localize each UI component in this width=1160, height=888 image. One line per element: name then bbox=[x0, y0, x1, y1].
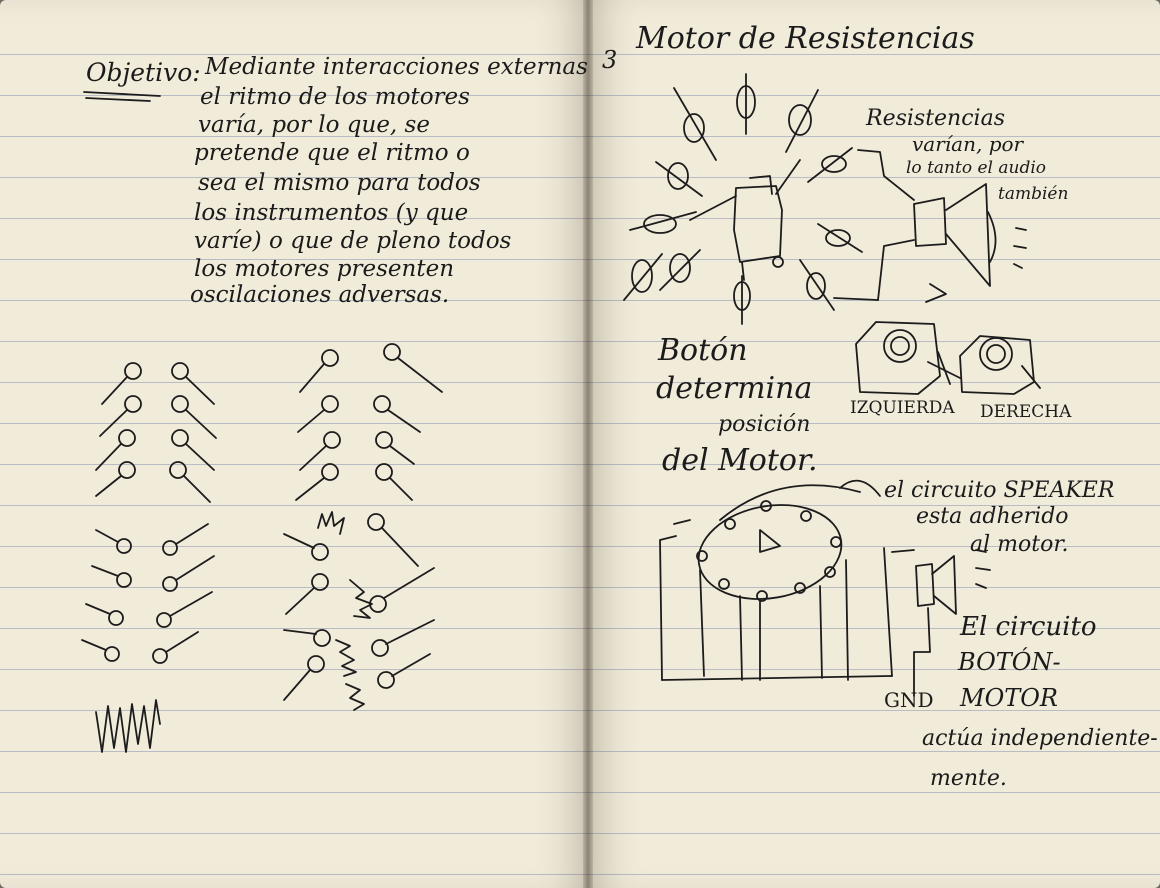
right-page bbox=[588, 0, 1160, 888]
speaker-icon-top bbox=[833, 149, 1027, 303]
objective-line: varía, por lo que, se bbox=[198, 112, 430, 138]
note-line: del Motor. bbox=[662, 443, 818, 478]
objective-line: sea el mismo para todos bbox=[198, 170, 481, 196]
motor-resistor-sketch bbox=[623, 73, 863, 325]
note-line: determina bbox=[656, 371, 813, 406]
note-line: posición bbox=[718, 412, 811, 437]
note-line: MOTOR bbox=[960, 684, 1059, 712]
note-line: Botón bbox=[658, 333, 748, 368]
objective-line: los instrumentos (y que bbox=[194, 200, 469, 226]
pendulum-sketch-1 bbox=[95, 362, 217, 503]
page-number: 3 bbox=[602, 46, 618, 74]
pendulum-sketch-3 bbox=[81, 523, 215, 753]
note-line: esta adherido bbox=[916, 504, 1069, 529]
objective-line: varíe) o que de pleno todos bbox=[194, 228, 512, 254]
objective-line: el ritmo de los motores bbox=[200, 84, 470, 110]
page-title: Motor de Resistencias bbox=[636, 21, 975, 56]
left-page bbox=[0, 0, 588, 888]
note-line: actúa independiente- bbox=[922, 726, 1158, 751]
note-line: el circuito SPEAKER bbox=[884, 478, 1115, 503]
speaker-icon-bottom bbox=[913, 549, 991, 697]
note-line: varían, por bbox=[912, 132, 1024, 156]
gnd-label: GND bbox=[884, 688, 934, 712]
note-line: también bbox=[998, 184, 1069, 204]
objective-underline bbox=[83, 91, 161, 102]
direction-buttons-sketch bbox=[855, 321, 1041, 395]
pendulum-sketch-4 bbox=[283, 511, 435, 711]
note-line: lo tanto el audio bbox=[906, 158, 1047, 178]
objective-label: Objetivo: bbox=[86, 58, 201, 87]
note-line: al motor. bbox=[970, 532, 1069, 557]
objective-line: los motores presenten bbox=[194, 256, 455, 282]
note-line: El circuito bbox=[960, 612, 1097, 642]
motor-circuit-sketch bbox=[659, 479, 915, 681]
note-line: Resistencias bbox=[866, 106, 1005, 131]
objective-line: oscilaciones adversas. bbox=[190, 282, 450, 308]
objective-line: pretende que el ritmo o bbox=[194, 140, 470, 166]
label-derecha: DERECHA bbox=[980, 402, 1072, 422]
label-izquierda: IZQUIERDA bbox=[850, 398, 955, 418]
note-line: mente. bbox=[930, 766, 1007, 791]
notebook-spine bbox=[583, 0, 593, 888]
objective-line: Mediante interacciones externas bbox=[205, 54, 588, 80]
note-line: BOTÓN- bbox=[958, 648, 1061, 676]
pendulum-sketch-2 bbox=[295, 343, 443, 501]
